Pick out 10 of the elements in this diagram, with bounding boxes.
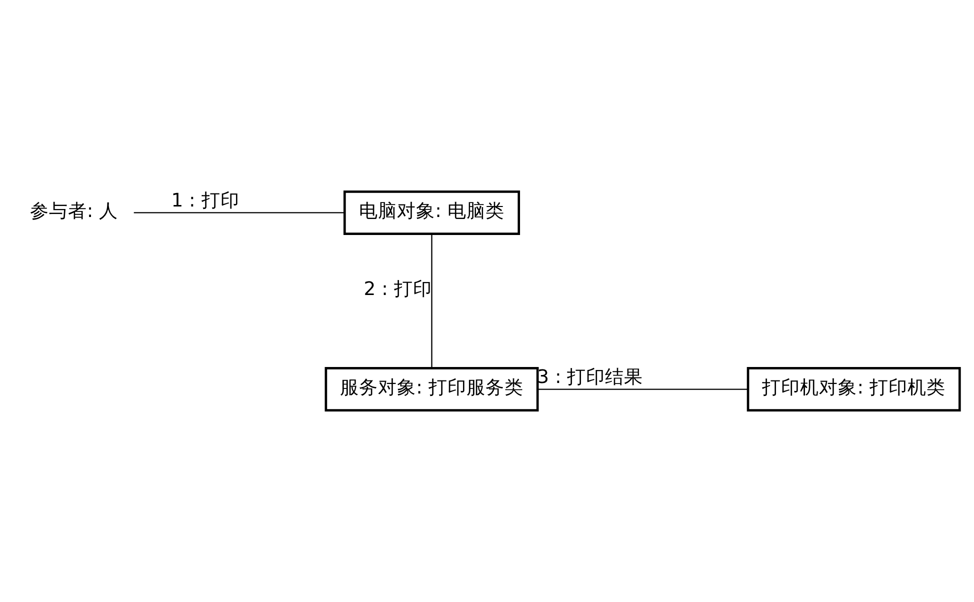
node-box: 服务对象: 打印服务类 xyxy=(324,367,539,412)
connector xyxy=(538,388,748,390)
node-box: 打印机对象: 打印机类 xyxy=(746,367,961,412)
edge-label: 2 : 打印 xyxy=(364,278,432,300)
edge-label: 3 : 打印结果 xyxy=(537,367,644,388)
node-box: 电脑对象: 电脑类 xyxy=(343,190,520,235)
connector xyxy=(431,234,432,368)
node-text: 参与者: 人 xyxy=(30,201,118,222)
connector xyxy=(134,212,344,214)
edge-label: 1 : 打印 xyxy=(171,190,240,212)
